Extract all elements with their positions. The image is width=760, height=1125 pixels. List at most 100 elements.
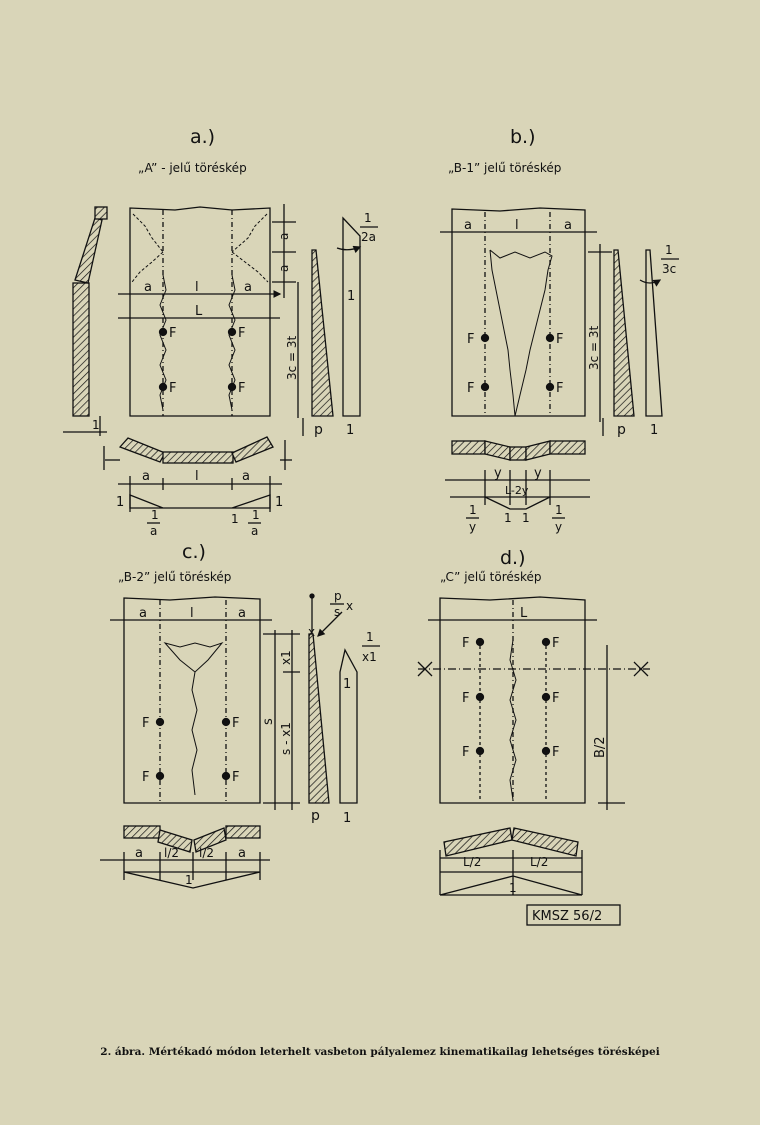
panel-a-frac1a-den-2: a bbox=[251, 524, 258, 538]
panel-c-letter: c.) bbox=[182, 541, 206, 563]
panel-a-dim-l: l bbox=[195, 280, 199, 295]
panel-a-frac1a-num: 1 bbox=[151, 508, 159, 522]
panel-a-F1: F bbox=[169, 326, 176, 341]
panel-a-load-1 bbox=[158, 327, 168, 337]
panel-d-F2: F bbox=[552, 636, 559, 651]
panel-a-dim-a-vert-1: a bbox=[277, 233, 291, 240]
panel-b-section-mid bbox=[509, 446, 527, 461]
panel-c-load-2 bbox=[221, 717, 231, 727]
panel-b-dim-L2y: L-2y bbox=[505, 484, 529, 497]
panel-a-frac1a-den: a bbox=[150, 524, 157, 538]
panel-a-low-1-left: 1 bbox=[116, 495, 124, 510]
panel-a-side-cap bbox=[94, 206, 108, 220]
panel-c-frac-ps-num: p bbox=[334, 589, 342, 603]
panel-c-section-left bbox=[123, 825, 161, 839]
panel-d-low-L2-1: L/2 bbox=[463, 855, 481, 869]
panel-c-crack-y bbox=[163, 641, 224, 796]
panel-b-F2: F bbox=[556, 332, 563, 347]
panel-c-plate bbox=[123, 596, 261, 804]
panel-a-dim-a-right: a bbox=[244, 280, 252, 295]
panel-b-dim-y-2: y bbox=[534, 466, 542, 481]
panel-c-mechanism bbox=[123, 871, 261, 889]
panel-b-low-1-a: 1 bbox=[504, 511, 512, 525]
panel-d-mechanism bbox=[439, 875, 583, 896]
panel-a-section-right bbox=[231, 436, 274, 463]
panel-c-label-1: 1 bbox=[343, 677, 351, 692]
panel-a-plate bbox=[129, 206, 271, 417]
panel-d-load-3 bbox=[475, 692, 485, 702]
panel-c-F1: F bbox=[142, 716, 149, 731]
panel-a-low-a-1: a bbox=[142, 469, 150, 484]
panel-a-p-diagram bbox=[311, 249, 334, 417]
panel-a-F3: F bbox=[169, 381, 176, 396]
panel-c-p-diagram bbox=[308, 633, 330, 804]
panel-a-load-4 bbox=[227, 382, 237, 392]
panel-b-dim-a-2: a bbox=[564, 218, 572, 233]
stamp-text: KMSZ 56/2 bbox=[532, 909, 602, 924]
panel-c-low-1: 1 bbox=[185, 873, 193, 887]
panel-a-frac-den: 2a bbox=[361, 230, 376, 244]
panel-a-side-section bbox=[72, 282, 90, 417]
panel-d-load-6 bbox=[541, 746, 551, 756]
panel-b-section-left bbox=[451, 440, 486, 455]
panel-b-frac1y-den-2: y bbox=[555, 520, 562, 534]
panel-b-F3: F bbox=[467, 381, 474, 396]
panel-b-load-3 bbox=[480, 382, 490, 392]
panel-d-low-L2-2: L/2 bbox=[530, 855, 548, 869]
panel-c-section-l2 bbox=[157, 829, 193, 853]
panel-a-section-mid bbox=[162, 451, 234, 464]
panel-c-load-1 bbox=[155, 717, 165, 727]
panel-a-low-a-2: a bbox=[242, 469, 250, 484]
panel-c-dim-s-x1: s - x1 bbox=[279, 722, 293, 755]
panel-d-dim-B2: B/2 bbox=[593, 736, 608, 758]
panel-a-low-l: l bbox=[195, 469, 199, 484]
panel-a-dim-a-left: a bbox=[144, 280, 152, 295]
panel-b-frac1y-num-1: 1 bbox=[469, 503, 477, 517]
panel-d-dim-L: L bbox=[520, 606, 528, 621]
panel-d-load-4 bbox=[541, 692, 551, 702]
panel-b-frac-den: 3c bbox=[662, 262, 676, 276]
panel-a-load-2 bbox=[227, 327, 237, 337]
panel-c: c.) „B-2” jelű töréskép a l a F F F F bbox=[100, 541, 380, 889]
panel-c-low-a-2: a bbox=[238, 846, 246, 861]
panel-d-F4: F bbox=[552, 691, 559, 706]
panel-c-F3: F bbox=[142, 770, 149, 785]
panel-b-title: „B-1” jelű töréskép bbox=[448, 161, 561, 175]
panel-d-low-1: 1 bbox=[509, 881, 517, 895]
panel-d-x-right bbox=[633, 661, 649, 677]
panel-c-dim-a-1: a bbox=[139, 606, 147, 621]
panel-c-low-a-1: a bbox=[135, 846, 143, 861]
panel-b-section-right bbox=[549, 440, 586, 455]
panel-b-frac1y-num-2: 1 bbox=[555, 503, 563, 517]
panel-a-low-1-mid: 1 bbox=[231, 512, 239, 526]
panel-b-plate bbox=[451, 207, 586, 417]
panel-b-mechanism bbox=[484, 496, 551, 510]
panel-b-load-2 bbox=[545, 333, 555, 343]
stamp-box bbox=[526, 904, 621, 926]
panel-c-section-r2 bbox=[193, 827, 227, 853]
panel-a-label-1-bottom: 1 bbox=[346, 423, 354, 438]
panel-a-label-p: p bbox=[314, 422, 323, 438]
panel-c-label-x: x bbox=[308, 625, 315, 639]
panel-b-F4: F bbox=[556, 381, 563, 396]
panel-b-F1: F bbox=[467, 332, 474, 347]
panel-b-label-p: p bbox=[617, 422, 626, 438]
panel-a-F4: F bbox=[238, 381, 245, 396]
panel-d-x-left bbox=[417, 661, 433, 677]
panel-b-load-4 bbox=[545, 382, 555, 392]
panel-a-title: „A” - jelű töréskép bbox=[138, 161, 247, 175]
panel-a-dim-a-vert-2: a bbox=[277, 265, 291, 272]
panel-c-dim-x1: x1 bbox=[279, 650, 293, 665]
panel-d-title: „C” jelű töréskép bbox=[440, 570, 542, 584]
panel-b-dim-a-1: a bbox=[464, 218, 472, 233]
panel-b-unit-diagram bbox=[645, 249, 663, 417]
panel-d-plate bbox=[439, 596, 586, 804]
panel-a-load-3 bbox=[158, 382, 168, 392]
panel-b-dim-y-1: y bbox=[494, 466, 502, 481]
panel-c-dim-a-2: a bbox=[238, 606, 246, 621]
panel-b-dim-3c: 3c = 3t bbox=[587, 325, 601, 370]
panel-b-crack bbox=[489, 249, 553, 417]
panel-d-load-5 bbox=[475, 746, 485, 756]
panel-b-section-r2 bbox=[525, 440, 551, 461]
panel-a-side-1: 1 bbox=[92, 418, 100, 432]
